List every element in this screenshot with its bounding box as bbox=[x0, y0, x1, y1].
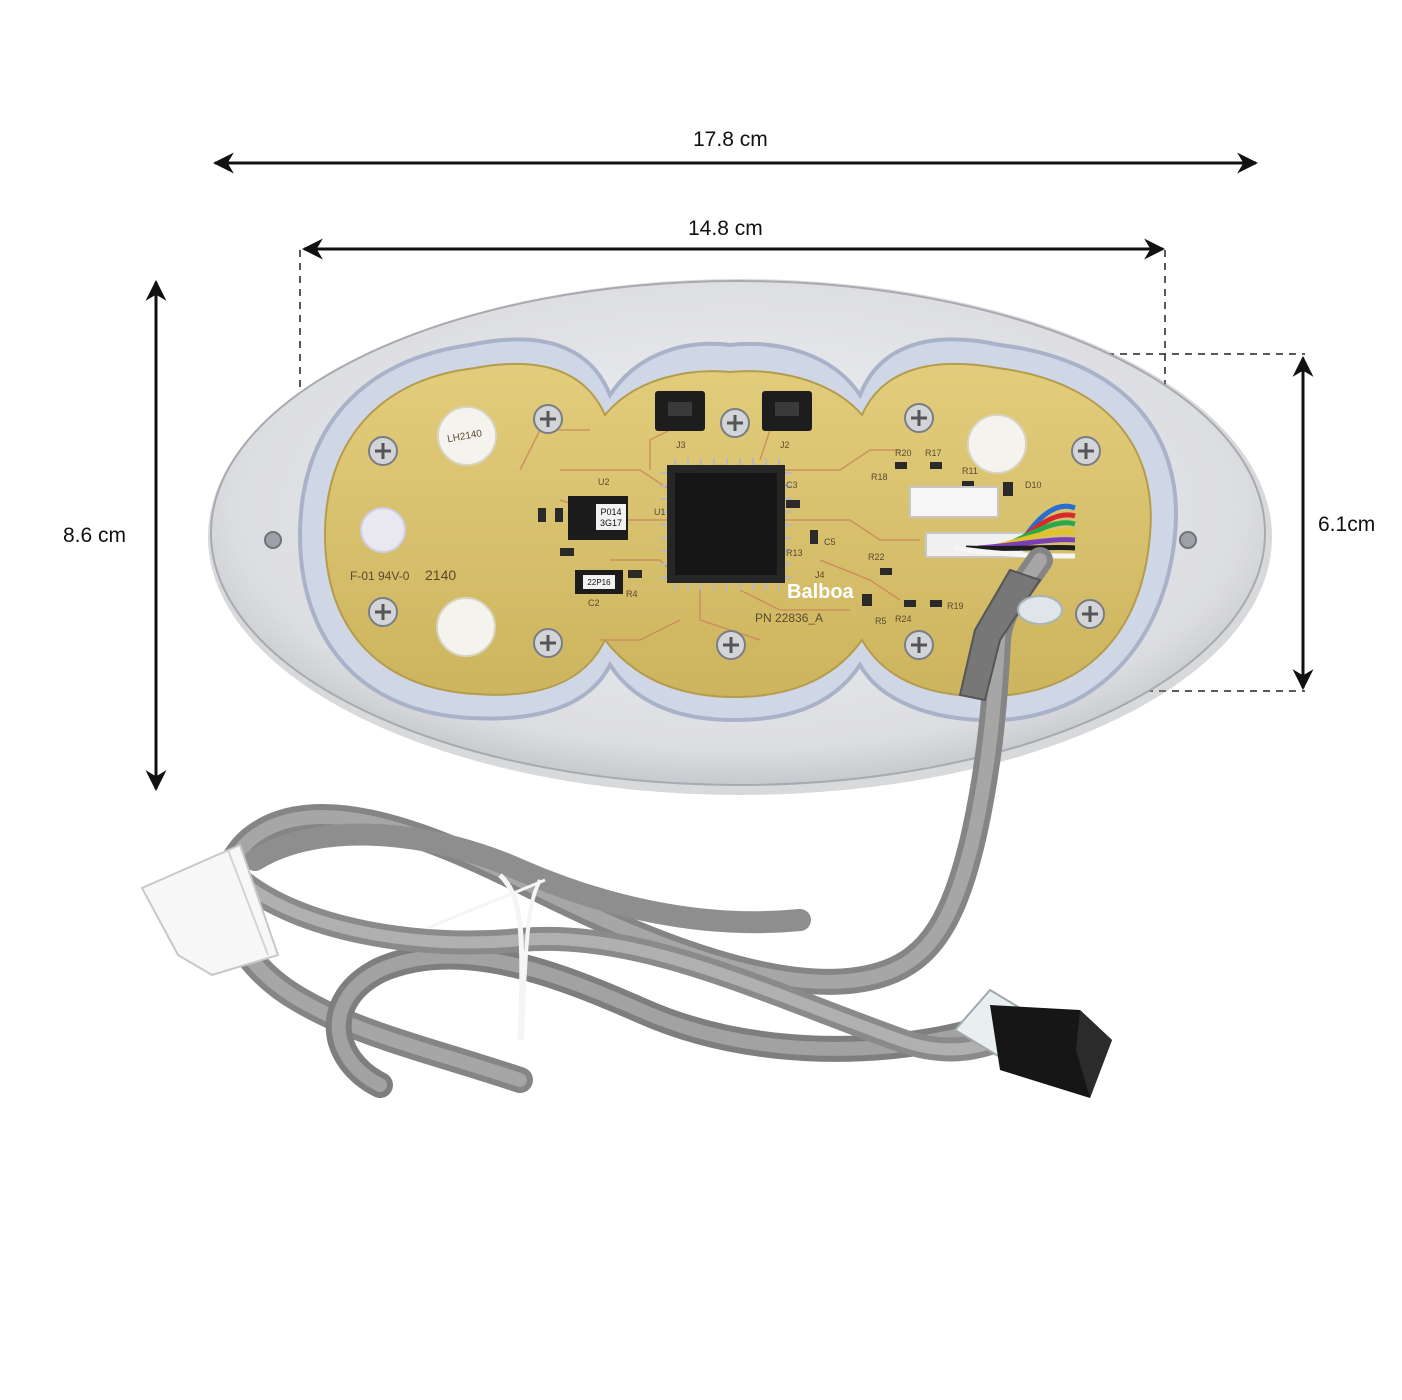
ref-r24: R24 bbox=[895, 614, 912, 624]
flammability-mark: F-01 94V-0 bbox=[350, 569, 410, 583]
screw-icon bbox=[533, 628, 563, 658]
width-outer-label: 17.8 cm bbox=[693, 128, 768, 151]
ref-r13: R13 bbox=[786, 548, 803, 558]
ref-c3: C3 bbox=[786, 480, 798, 490]
ribbon-cable bbox=[212, 547, 1053, 1098]
zip-tie bbox=[427, 873, 546, 1041]
ref-r20: R20 bbox=[895, 448, 912, 458]
screw-icon bbox=[368, 597, 398, 627]
mount-hole-right bbox=[1179, 531, 1197, 549]
ref-c5: C5 bbox=[824, 537, 836, 547]
ref-u1: U1 bbox=[654, 507, 666, 517]
screw-icon bbox=[716, 630, 746, 660]
ref-j2: J2 bbox=[780, 440, 790, 450]
ref-r11: R11 bbox=[962, 466, 978, 476]
height-inner-label: 6.1cm bbox=[1318, 513, 1376, 536]
ref-r5: R5 bbox=[875, 616, 887, 626]
mount-hole-left bbox=[264, 531, 282, 549]
header-connectors bbox=[655, 391, 812, 431]
ref-u2: U2 bbox=[598, 477, 610, 487]
white-plug bbox=[140, 843, 280, 977]
ref-r19: R19 bbox=[947, 601, 964, 611]
screw-icon bbox=[904, 403, 934, 433]
screw-icon bbox=[904, 630, 934, 660]
silkscreen: Balboa PN 22836_A F-01 94V-0 2140 LH2140… bbox=[350, 428, 1042, 626]
screw-icon bbox=[368, 436, 398, 466]
brand-label: Balboa bbox=[787, 581, 855, 603]
u2-marking-line1: P014 bbox=[600, 507, 621, 517]
led-window bbox=[967, 414, 1027, 474]
ref-r17: R17 bbox=[925, 448, 942, 458]
led-window bbox=[436, 597, 496, 657]
ref-c2: C2 bbox=[588, 598, 600, 608]
screw-icon bbox=[1075, 599, 1105, 629]
mcu-chip bbox=[660, 458, 792, 590]
smd-parts bbox=[538, 462, 1013, 607]
height-outer-label: 8.6 cm bbox=[63, 524, 127, 547]
led-window bbox=[360, 507, 406, 553]
screw-icon bbox=[720, 408, 750, 438]
ref-d10: D10 bbox=[1025, 480, 1042, 490]
wire-connector bbox=[909, 486, 1076, 559]
width-inner-label: 14.8 cm bbox=[688, 217, 763, 240]
ref-j3: J3 bbox=[676, 440, 686, 450]
screw-icon bbox=[1071, 436, 1101, 466]
ref-r18: R18 bbox=[871, 472, 888, 482]
cable-strain-relief bbox=[958, 568, 1063, 702]
ref-r4: R4 bbox=[626, 589, 638, 599]
capacitor-c2: 22P16 bbox=[575, 570, 623, 594]
part-number: PN 22836_A bbox=[755, 611, 823, 625]
screws bbox=[368, 403, 1105, 660]
led-window bbox=[437, 406, 497, 466]
u2-chip: P014 3G17 bbox=[568, 496, 628, 540]
cap-marking: 22P16 bbox=[587, 578, 611, 587]
led-windows bbox=[360, 406, 1027, 657]
ref-r22: R22 bbox=[868, 552, 885, 562]
screw-icon bbox=[533, 404, 563, 434]
u2-marking-line2: 3G17 bbox=[600, 518, 622, 528]
ref-j4: J4 bbox=[815, 570, 825, 580]
date-code: 2140 bbox=[425, 567, 456, 583]
black-plug bbox=[953, 988, 1112, 1098]
